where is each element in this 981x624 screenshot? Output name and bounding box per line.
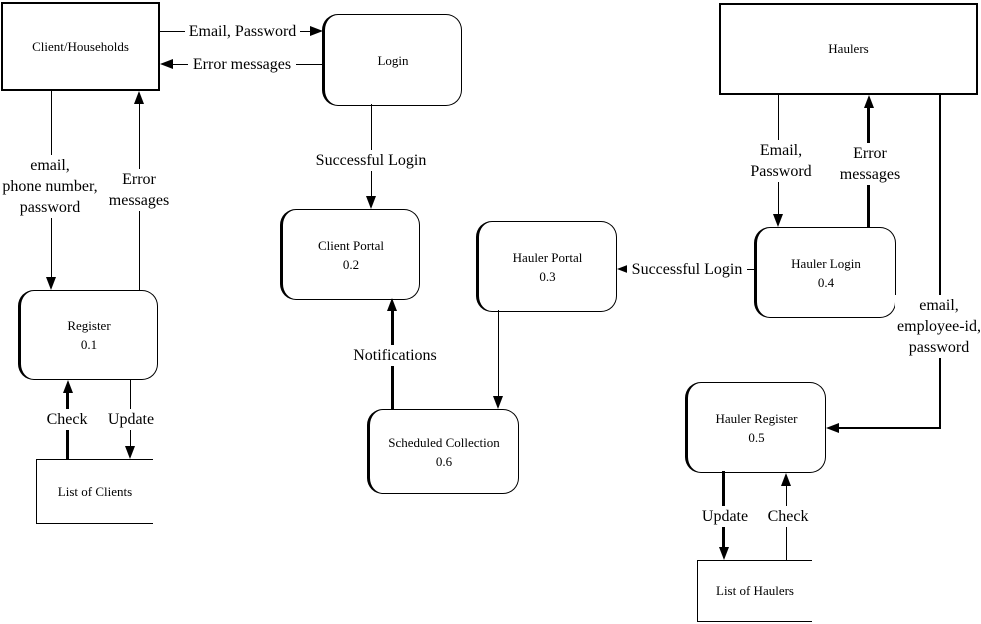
arrowhead-down-icon xyxy=(46,277,56,290)
flow-label-hauler-email-password: Email, Password xyxy=(748,140,814,182)
node-haulers: Haulers xyxy=(719,3,978,95)
node-hauler-register-label: Hauler Register xyxy=(715,410,798,426)
node-login: Login xyxy=(322,14,462,106)
flow-label-hauler-successful-login: Successful Login xyxy=(627,259,747,280)
node-hauler-login-number: 0.4 xyxy=(817,274,835,290)
node-client-portal-label: Client Portal xyxy=(317,237,385,253)
node-scheduled-collection: Scheduled Collection 0.6 xyxy=(367,409,519,494)
arrowhead-down-icon xyxy=(719,547,729,560)
node-hauler-portal-number: 0.3 xyxy=(539,268,556,284)
flow-label-register-error: Error messages xyxy=(106,169,172,211)
node-login-label: Login xyxy=(377,52,409,68)
flow-label-clients-check: Check xyxy=(43,409,91,430)
flow-label-email-password: Email, Password xyxy=(185,21,300,42)
flow-label-successful-login: Successful Login xyxy=(310,150,432,171)
flow-label-haulers-check: Check xyxy=(764,506,812,527)
flow-label-register-credentials: email, phone number, password xyxy=(2,155,98,218)
node-list-of-haulers: List of Haulers xyxy=(697,560,812,622)
flow-label-clients-update: Update xyxy=(105,409,157,430)
node-hauler-portal-label: Hauler Portal xyxy=(512,249,583,265)
node-client-portal-number: 0.2 xyxy=(342,256,360,272)
arrowhead-down-icon xyxy=(773,214,783,227)
node-register-label: Register xyxy=(67,318,111,333)
arrowhead-down-icon xyxy=(366,196,376,209)
node-list-of-clients: List of Clients xyxy=(36,459,153,524)
node-list-of-haulers-label: List of Haulers xyxy=(716,583,794,598)
node-hauler-login-label: Hauler Login xyxy=(791,255,861,271)
flow-label-haulers-update: Update xyxy=(699,506,751,527)
arrowhead-up-icon xyxy=(134,91,144,104)
arrowhead-up-icon xyxy=(864,95,874,108)
node-hauler-register-number: 0.5 xyxy=(748,429,765,445)
node-register-number: 0.1 xyxy=(80,337,98,352)
arrowhead-down-icon xyxy=(493,396,503,409)
node-scheduled-collection-number: 0.6 xyxy=(435,453,453,469)
flow-hauler-register-credentials-vline xyxy=(939,95,941,429)
node-hauler-register: Hauler Register 0.5 xyxy=(685,382,826,473)
arrowhead-right-icon xyxy=(310,26,323,36)
node-register: Register 0.1 xyxy=(18,290,158,380)
arrowhead-up-icon xyxy=(781,473,791,486)
flow-label-hauler-register-credentials: email, employee-id, password xyxy=(895,295,981,358)
node-client-households-label: Client/Households xyxy=(32,38,129,54)
flow-label-notifications: Notifications xyxy=(348,345,442,366)
arrowhead-left-icon xyxy=(826,423,839,433)
node-scheduled-collection-label: Scheduled Collection xyxy=(388,434,500,450)
arrowhead-up-icon xyxy=(387,298,397,311)
flow-label-hauler-error: Error messages xyxy=(834,143,906,185)
node-client-portal: Client Portal 0.2 xyxy=(280,209,420,300)
node-hauler-login: Hauler Login 0.4 xyxy=(754,227,896,318)
arrowhead-down-icon xyxy=(125,446,135,459)
node-haulers-label: Haulers xyxy=(828,41,869,56)
arrowhead-left-icon xyxy=(160,59,173,69)
flow-hauler-register-credentials-hline xyxy=(839,427,941,429)
arrowhead-left-icon xyxy=(617,264,630,274)
node-hauler-portal: Hauler Portal 0.3 xyxy=(476,221,617,312)
flow-label-error-messages: Error messages xyxy=(188,54,296,75)
flow-portal-to-scheduled-line xyxy=(498,310,499,396)
arrowhead-up-icon xyxy=(63,380,73,393)
node-list-of-clients-label: List of Clients xyxy=(57,483,133,499)
node-client-households: Client/Households xyxy=(1,2,160,91)
